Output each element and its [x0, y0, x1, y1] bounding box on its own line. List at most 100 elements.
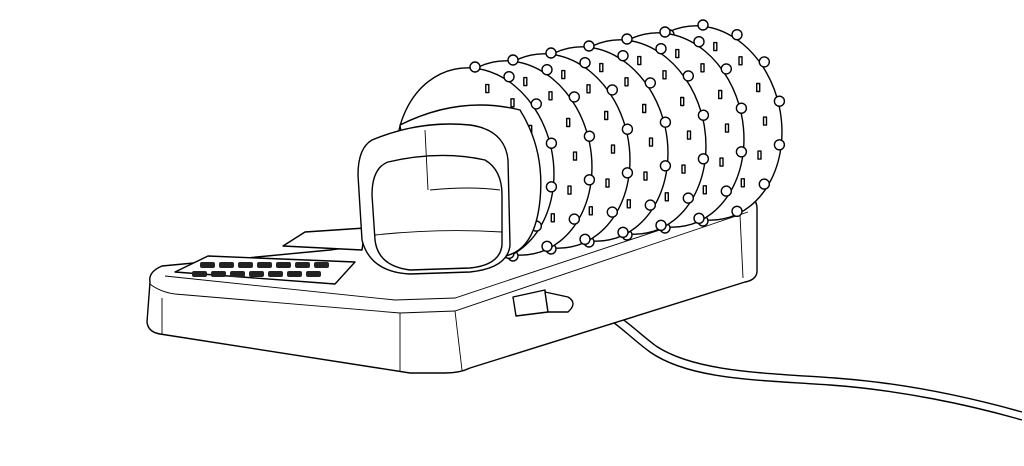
- disc-bump: [697, 19, 709, 31]
- disc-bump: [655, 219, 667, 232]
- disc-slot: [605, 178, 610, 188]
- disc-slot: [700, 63, 705, 73]
- disc-bump: [644, 77, 656, 89]
- disc-bump: [541, 240, 553, 253]
- power-plug: [512, 289, 574, 317]
- keypad-key: [268, 271, 283, 277]
- disc-bump: [682, 70, 694, 82]
- disc-slot: [756, 82, 761, 93]
- keypad-key: [211, 271, 226, 277]
- handle: [357, 123, 511, 275]
- disc-slot: [702, 185, 707, 195]
- disc-bump: [773, 139, 786, 151]
- disc-bump: [507, 54, 519, 66]
- disc-bump: [758, 56, 770, 68]
- keypad-key: [295, 262, 310, 268]
- disc-bump: [545, 137, 558, 149]
- disc-slot: [680, 96, 685, 107]
- disc-bump: [720, 185, 732, 197]
- disc-slot: [643, 171, 648, 181]
- keypad-key: [287, 271, 302, 277]
- disc-slot: [626, 199, 631, 209]
- disc-slot: [624, 77, 629, 87]
- power-cord: [574, 305, 1023, 421]
- disc-slot: [757, 150, 762, 160]
- disc-bump: [693, 212, 705, 225]
- disc-slot: [719, 157, 724, 167]
- disc-bump: [568, 91, 580, 103]
- disc-bump: [568, 213, 580, 225]
- disc-bump: [545, 181, 558, 193]
- disc-bump: [659, 160, 672, 172]
- disc-slot: [548, 91, 553, 101]
- power-cord-edge: [574, 299, 1023, 413]
- disc-bump: [758, 178, 770, 190]
- disc-slot: [762, 116, 768, 126]
- disc-slot: [523, 76, 528, 87]
- disc-bump: [545, 47, 557, 59]
- disc-slot: [550, 213, 555, 223]
- disc-slot: [740, 178, 745, 188]
- disc-slot: [485, 83, 490, 94]
- keypad-key: [192, 271, 207, 277]
- disc-bump: [735, 102, 748, 114]
- disc-bump: [735, 146, 748, 158]
- disc-bump: [583, 40, 595, 52]
- keypad-key: [230, 271, 245, 277]
- keypad-key: [257, 262, 272, 268]
- disc-bump: [682, 192, 694, 204]
- disc-slot: [637, 55, 642, 66]
- disc-bump: [693, 36, 705, 48]
- disc-slot: [664, 192, 669, 202]
- disc-bump: [655, 43, 667, 55]
- disc-slot: [586, 84, 591, 94]
- disc-slot: [686, 130, 692, 140]
- keypad-key: [276, 262, 291, 268]
- keypad-rear: [282, 227, 366, 251]
- disc-bump: [720, 63, 732, 75]
- disc-bump: [659, 26, 671, 38]
- disc-bump: [583, 130, 596, 142]
- disc-bump: [697, 109, 710, 121]
- keypad-left: [174, 255, 356, 285]
- disc-slot: [718, 89, 723, 100]
- disc-slot: [738, 56, 743, 66]
- keypad-key: [219, 262, 234, 268]
- disc-slot: [648, 137, 654, 147]
- disc-slot: [642, 103, 647, 114]
- disc-slot: [724, 123, 730, 133]
- disc-slot: [675, 48, 680, 59]
- disc-slot: [713, 41, 718, 52]
- disc-bump: [773, 95, 786, 107]
- disc-bump: [469, 61, 481, 73]
- disc-bump: [530, 98, 542, 110]
- disc-bump: [617, 50, 629, 62]
- disc-slot: [681, 164, 686, 174]
- disc-bump: [579, 57, 591, 69]
- disc-slot: [572, 151, 578, 161]
- disc-bump: [659, 116, 672, 128]
- disc-bump: [606, 206, 618, 218]
- disc-slot: [610, 144, 616, 154]
- keypad-key: [238, 262, 253, 268]
- keypad-key: [306, 271, 321, 277]
- disc-slot: [599, 62, 604, 73]
- disc-bump: [579, 233, 591, 246]
- disc-bump: [697, 153, 710, 165]
- disc-bump: [644, 199, 656, 211]
- disc-slot: [566, 117, 571, 128]
- disc-bump: [731, 205, 743, 218]
- disc-bump: [621, 123, 634, 135]
- disc-slot: [561, 69, 566, 80]
- disc-bump: [541, 63, 553, 76]
- disc-bump: [621, 33, 633, 45]
- disc-bump: [617, 226, 629, 239]
- disc-bump: [606, 84, 618, 96]
- disc-slot: [588, 206, 593, 216]
- keypad-key: [200, 262, 215, 268]
- disc-bump: [583, 174, 596, 186]
- disc-bump: [621, 167, 634, 179]
- disc-slot: [510, 98, 515, 108]
- disc-slot: [604, 110, 609, 121]
